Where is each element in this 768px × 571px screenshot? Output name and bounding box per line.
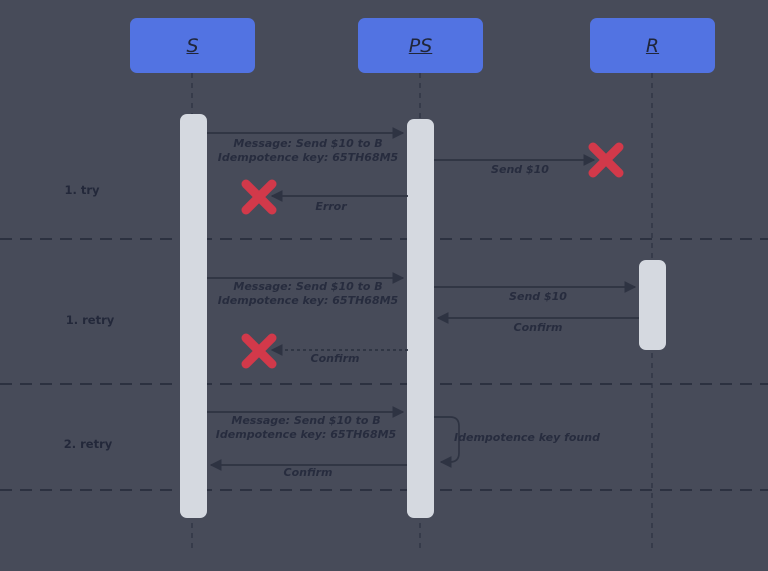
- message-retry1-confirm-lost: Confirm: [310, 352, 360, 365]
- phase-label-retry2: 2. retry: [63, 437, 113, 451]
- message-try-request: Message: Send $10 to B Idempotence key: …: [218, 137, 398, 165]
- activation-bar-s: [180, 114, 207, 518]
- activation-bar-r: [639, 260, 666, 350]
- failure-x-icon: [588, 142, 624, 178]
- message-retry2-request-line1: Message: Send $10 to B: [231, 414, 381, 427]
- message-try-error: Error: [315, 200, 347, 213]
- participant-ps-label: PS: [408, 34, 433, 57]
- participant-s: S: [130, 18, 255, 73]
- message-try-forward: Send $10: [491, 163, 549, 176]
- participant-ps: PS: [358, 18, 483, 73]
- failure-x-icon: [241, 179, 277, 215]
- message-retry1-request-line2: Idempotence key: 65TH68M5: [217, 294, 399, 307]
- message-retry2-request-line2: Idempotence key: 65TH68M5: [215, 428, 397, 441]
- activation-bar-ps: [407, 119, 434, 518]
- message-retry2-request: Message: Send $10 to B Idempotence key: …: [216, 414, 396, 442]
- message-retry2-confirm: Confirm: [283, 466, 333, 479]
- message-try-request-line2: Idempotence key: 65TH68M5: [217, 151, 399, 164]
- phase-label-retry1: 1. retry: [65, 313, 115, 327]
- participant-r: R: [590, 18, 715, 73]
- phase-label-try: 1. try: [64, 183, 100, 197]
- message-retry2-keyfound: Idempotence key found: [454, 431, 600, 444]
- message-retry1-request: Message: Send $10 to B Idempotence key: …: [218, 280, 398, 308]
- arrow-retry2-self-loop: [434, 416, 460, 468]
- message-retry1-forward: Send $10: [509, 290, 567, 303]
- message-retry1-request-line1: Message: Send $10 to B: [233, 280, 383, 293]
- message-retry1-confirm: Confirm: [513, 321, 563, 334]
- participant-s-label: S: [186, 34, 199, 57]
- failure-x-icon: [241, 333, 277, 369]
- participant-r-label: R: [645, 34, 660, 57]
- message-try-request-line1: Message: Send $10 to B: [233, 137, 383, 150]
